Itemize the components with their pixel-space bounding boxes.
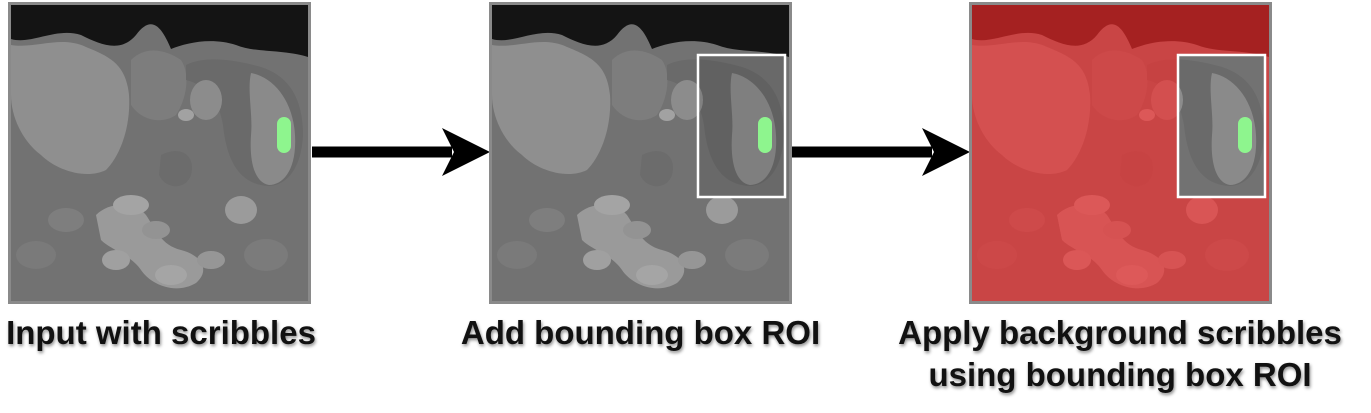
arrow-right-icon — [792, 128, 970, 176]
roi-ct-panel — [489, 2, 792, 304]
arrow-right-icon — [312, 128, 490, 176]
ct-image — [972, 5, 1269, 301]
background-scribble-ct-panel — [969, 2, 1272, 304]
step1-caption: Input with scribbles — [6, 314, 316, 351]
background-scribble-overlay — [972, 5, 1269, 301]
input-ct-panel — [8, 2, 311, 304]
foreground-scribble — [758, 117, 772, 153]
step2-caption: Add bounding box ROI — [460, 314, 821, 351]
ct-image — [492, 5, 789, 301]
step3-caption-line1: Apply background scribbles — [898, 314, 1342, 351]
ct-image — [11, 5, 308, 301]
foreground-scribble — [1238, 117, 1252, 153]
roi-bounding-box — [1176, 53, 1267, 199]
foreground-scribble — [277, 117, 291, 153]
roi-bounding-box — [696, 53, 787, 199]
step3-caption-line2: using bounding box ROI — [928, 356, 1312, 393]
